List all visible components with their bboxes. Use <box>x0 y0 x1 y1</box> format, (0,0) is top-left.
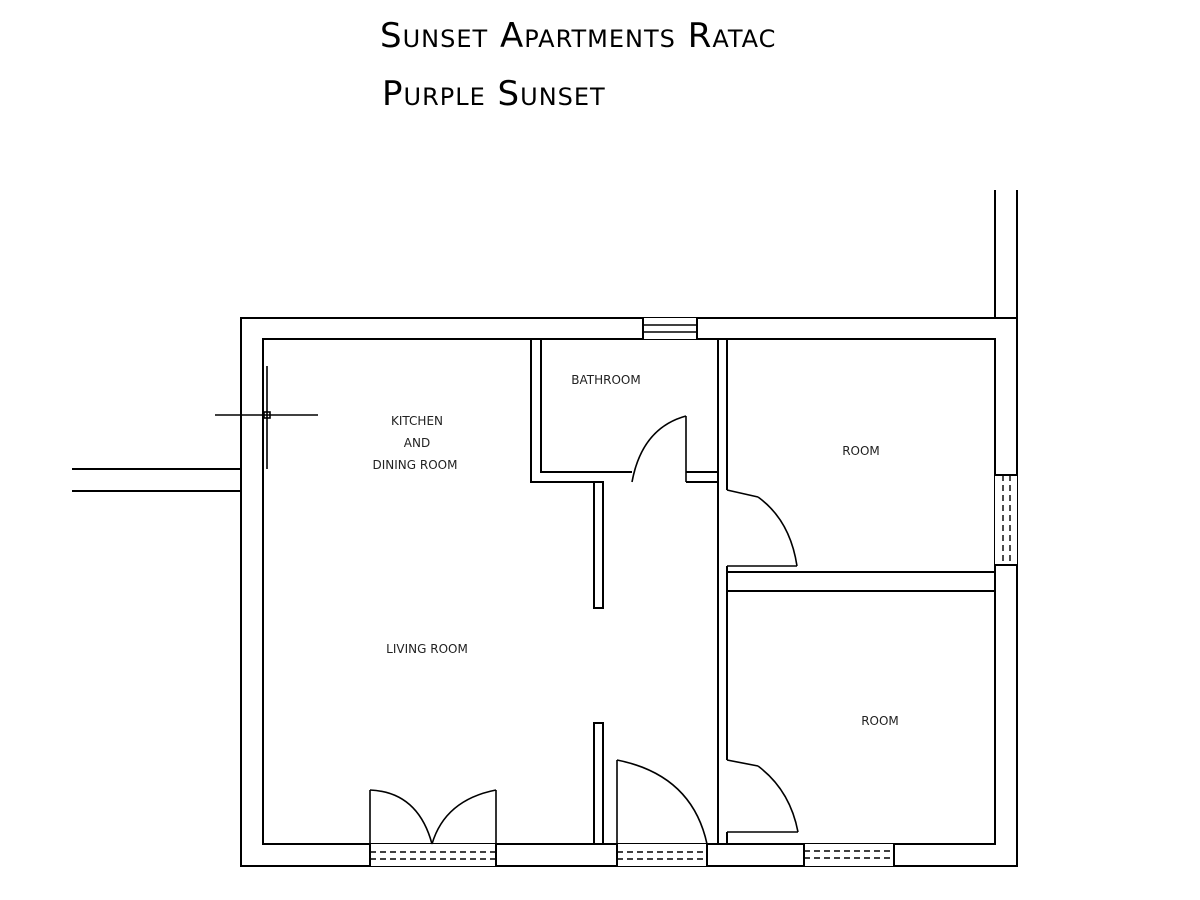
door-bathroom <box>631 415 687 483</box>
label-kitchen-line2: AND <box>404 436 430 450</box>
label-room-upper: ROOM <box>842 444 880 458</box>
window-bottom-right <box>803 844 895 866</box>
window-right <box>995 474 1017 566</box>
plan-subtitle: Purple Sunset <box>382 74 606 114</box>
corridor-walls <box>593 339 728 845</box>
entrance-double-door <box>369 789 497 866</box>
external-wall-stub-left <box>72 468 241 492</box>
crosshair-cursor-icon <box>215 366 318 469</box>
window-top <box>642 318 698 339</box>
door-bottom-corridor <box>616 759 708 866</box>
label-room-lower: ROOM <box>861 714 899 728</box>
label-kitchen-line1: KITCHEN <box>391 414 443 428</box>
plan-title: Sunset Apartments Ratac <box>380 16 777 56</box>
label-bathroom: BATHROOM <box>571 373 640 387</box>
door-lower-room <box>726 759 799 833</box>
label-living-room: LIVING ROOM <box>386 642 468 656</box>
external-wall-stub-right <box>994 190 1018 318</box>
label-kitchen-line3: DINING ROOM <box>373 458 458 472</box>
door-upper-room <box>726 489 798 567</box>
room-divider-walls <box>727 571 995 592</box>
